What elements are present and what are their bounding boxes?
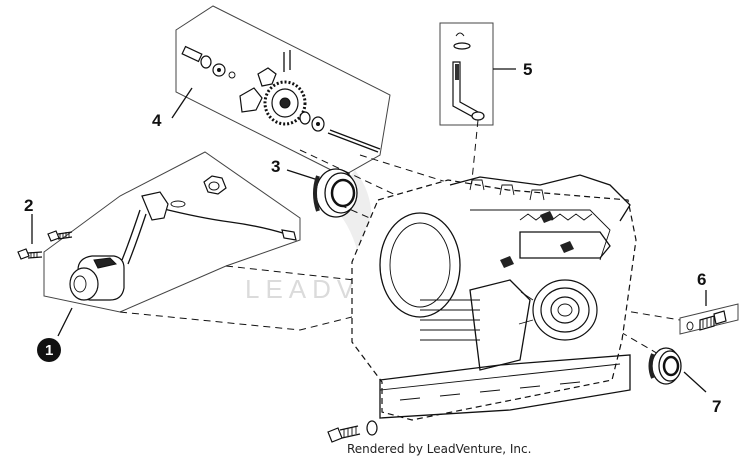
ignition-coil-group[interactable]: 2 1 [17,151,301,362]
coil-connector [141,191,169,221]
ignition-coil [69,255,125,301]
dipstick-group[interactable]: 5 [439,22,532,126]
mounting-bolts [17,230,73,260]
governor-washers [299,111,381,153]
governor-gear [239,67,307,126]
callout-6: 6 [697,270,706,289]
engine-block [351,174,637,421]
callout-3-leader [286,169,319,181]
callout-7: 7 [712,397,721,416]
callout-7-leader [683,371,707,393]
dipstick-oring [453,42,471,50]
drain-bolt [327,420,378,443]
callout-3: 3 [271,157,280,176]
callout-1-leader [57,307,73,337]
callout-4-leader [171,87,193,119]
oil-seal-7[interactable]: 7 [648,347,722,416]
footer-credit: Rendered by LeadVenture, Inc. [347,442,531,456]
callout-2: 2 [24,196,33,215]
ignition-coil-panel [43,151,301,313]
spark-terminal [281,229,297,241]
governor-assembly-group[interactable]: 4 [152,5,391,177]
dipstick-panel [439,22,494,126]
crankshaft-boss [518,279,598,341]
callout-1-badge [37,338,61,362]
callout-5: 5 [523,60,532,79]
callout-1: 1 [45,342,53,359]
governor-shaft-parts [181,45,291,79]
drain-plug-group[interactable]: 6 [679,270,739,335]
callout-4: 4 [152,111,162,130]
coil-nut [203,175,227,195]
oil-seal-3[interactable]: 3 [271,157,358,218]
drain-plug-panel [679,303,739,335]
governor-assembly-panel [175,5,391,177]
dipstick [452,61,485,121]
coil-wire [159,207,287,235]
